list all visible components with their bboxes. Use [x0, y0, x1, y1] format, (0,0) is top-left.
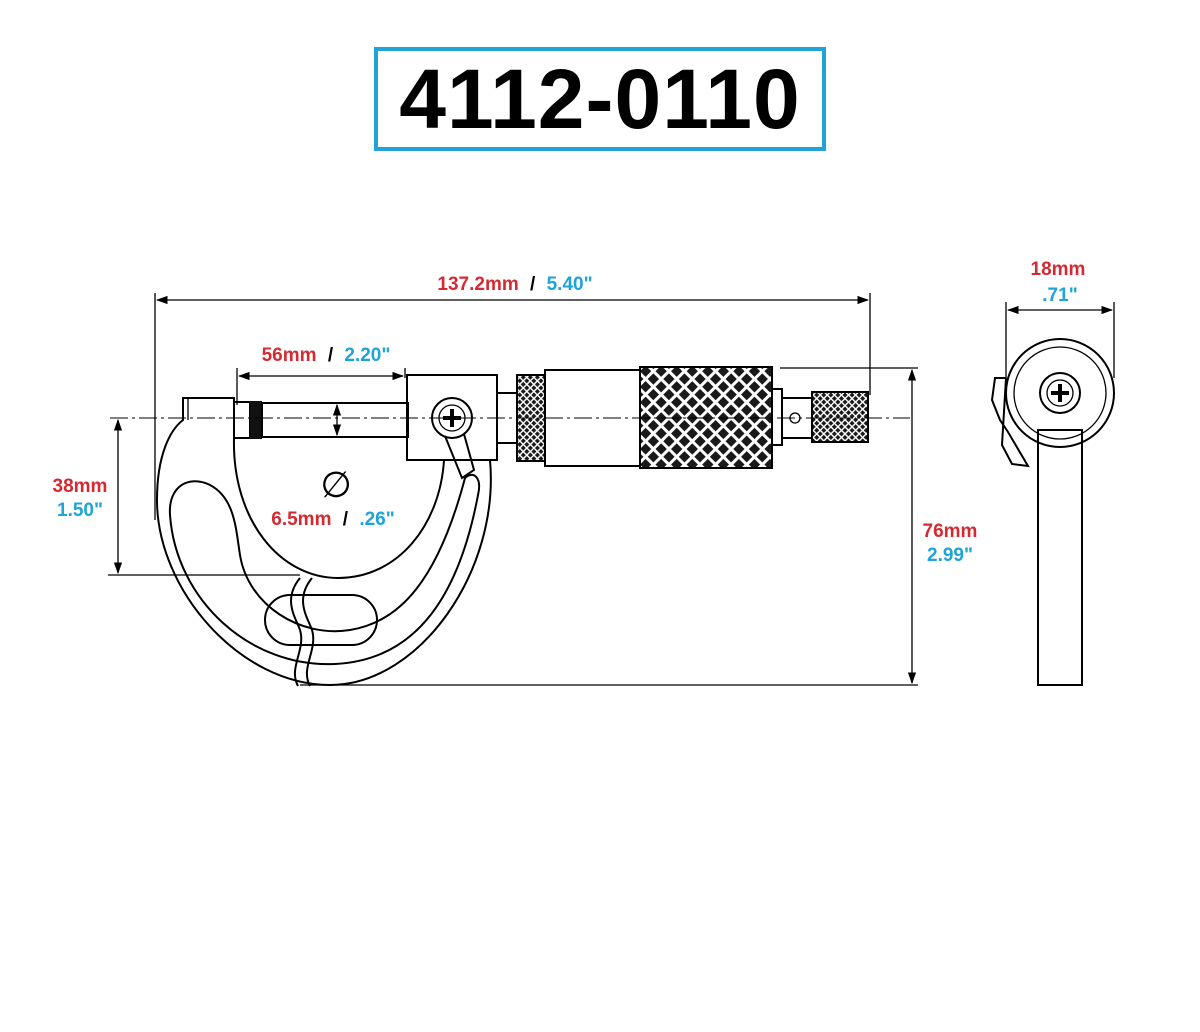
- overall-length-label: 137.2mm / 5.40": [437, 274, 592, 295]
- spindle-diameter-label: 6.5mm / .26": [271, 509, 394, 530]
- micrometer-side-view: [990, 338, 1115, 686]
- overall-length-separator: /: [530, 274, 536, 295]
- diameter-symbol: ∅: [320, 465, 351, 506]
- frame-width-imperial: .71": [1042, 285, 1077, 306]
- spindle-diameter-separator: /: [343, 509, 349, 530]
- overall-length-metric: 137.2mm: [437, 274, 518, 295]
- spindle-length-metric: 56mm: [262, 345, 317, 366]
- overall-height-metric: 76mm: [923, 521, 978, 542]
- throat-depth-imperial: 1.50": [57, 500, 103, 521]
- frame-width-metric: 18mm: [1031, 259, 1086, 280]
- part-number-title: 4112-0110: [399, 52, 801, 146]
- overall-height-imperial: 2.99": [927, 545, 973, 566]
- overall-length-imperial: 5.40": [547, 274, 593, 295]
- dimension-lines: [108, 293, 1115, 686]
- micrometer-frame: [155, 374, 498, 687]
- spindle-diameter-imperial: .26": [359, 509, 394, 530]
- spindle-length-separator: /: [328, 345, 334, 366]
- spindle-length-imperial: 2.20": [344, 345, 390, 366]
- throat-depth-metric: 38mm: [53, 476, 108, 497]
- spindle-length-label: 56mm / 2.20": [262, 345, 391, 366]
- spindle-diameter-metric: 6.5mm: [271, 509, 331, 530]
- title-box: 4112-0110: [374, 47, 826, 151]
